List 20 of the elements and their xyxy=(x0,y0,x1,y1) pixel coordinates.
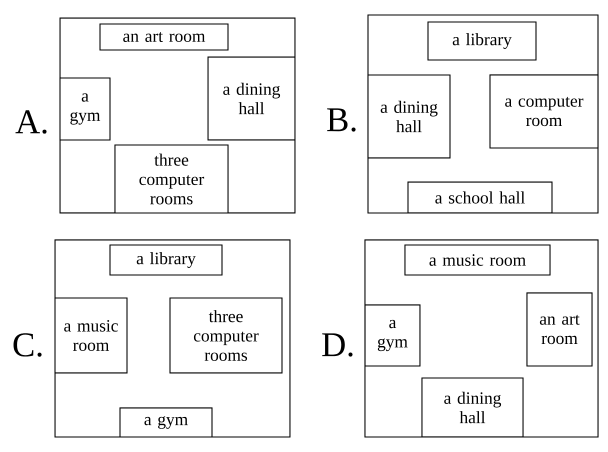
room-box: a music room xyxy=(404,244,551,276)
room-box: a gym xyxy=(364,304,420,367)
option-letter: D. xyxy=(322,333,353,357)
room-box: a dining hall xyxy=(367,74,451,158)
option-letter: A. xyxy=(16,110,47,134)
option-letter: B. xyxy=(327,108,356,132)
room-box: a music room xyxy=(54,298,128,374)
room-box: three computer rooms xyxy=(114,144,229,214)
room-box: a gym xyxy=(59,77,111,141)
room-box: three computer rooms xyxy=(169,298,283,374)
room-box: an art room xyxy=(99,23,229,51)
room-box: a dining hall xyxy=(208,56,296,140)
option-letter: C. xyxy=(14,333,42,357)
room-box: a library xyxy=(109,244,223,276)
room-box: an art room xyxy=(526,292,593,367)
room-box: a computer room xyxy=(489,74,599,149)
room-box: a gym xyxy=(119,407,213,438)
room-box: a library xyxy=(427,21,537,61)
room-box: a school hall xyxy=(407,182,553,214)
room-box: a dining hall xyxy=(421,378,524,438)
